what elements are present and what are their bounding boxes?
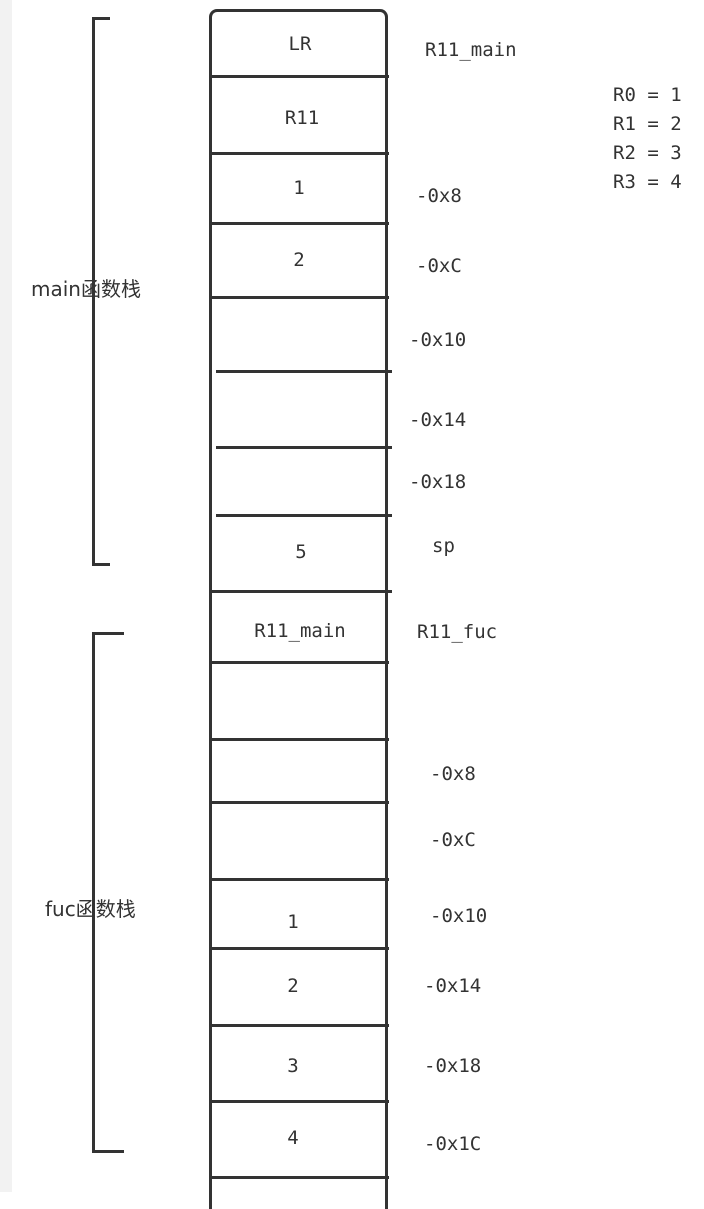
offset-label: -0x14 [424,975,482,997]
cell-divider [216,514,392,517]
register-value: R2 = 3 [613,142,682,164]
stack-cell: 3 [287,1055,299,1077]
fuc-stack-label: fuc函数栈 [45,897,136,921]
offset-label: -0x18 [424,1055,482,1077]
stack-cell: R11 [284,107,320,129]
cell-divider [216,370,392,373]
cell-divider [212,738,389,741]
stack-cell: 5 [295,541,307,563]
cell-divider [212,661,389,664]
stack-cell: 1 [293,177,305,199]
main-stack-label: main函数栈 [31,277,141,301]
cell-divider [212,801,389,804]
cell-divider [212,152,389,155]
cell-divider [212,75,389,78]
stack-cell: R11_main [254,620,346,642]
offset-label: -0xC [416,255,462,277]
fuc-stack-bracket [92,632,124,1153]
register-value: R0 = 1 [613,84,682,106]
cell-divider [212,947,389,950]
offset-label: -0x10 [430,905,488,927]
cell-divider [212,296,389,299]
stack-cell: LR [288,33,312,55]
offset-label: -0x10 [409,329,467,351]
left-margin-strip [0,0,12,1192]
stack-cell: 2 [287,975,299,997]
register-value: R3 = 4 [613,171,682,193]
offset-label: R11_main [425,39,517,61]
offset-label: -0x18 [409,471,467,493]
offset-label: sp [432,535,455,557]
cell-divider [212,1024,389,1027]
stack-outline [209,9,388,1209]
offset-label: -0x14 [409,409,467,431]
stack-cell: 1 [287,911,299,933]
stack-cell: 4 [287,1127,299,1149]
register-value: R1 = 2 [613,113,682,135]
offset-label: -0x8 [416,185,462,207]
offset-label: -0x1C [424,1133,482,1155]
cell-divider [212,590,392,593]
main-stack-bracket [92,17,110,566]
cell-divider [216,446,392,449]
cell-divider [212,222,389,225]
cell-divider [212,1100,389,1103]
offset-label: -0xC [430,829,476,851]
cell-divider [212,1176,389,1179]
offset-label: -0x8 [430,763,476,785]
stack-cell: 2 [293,249,305,271]
offset-label: R11_fuc [417,621,498,643]
cell-divider [212,878,389,881]
